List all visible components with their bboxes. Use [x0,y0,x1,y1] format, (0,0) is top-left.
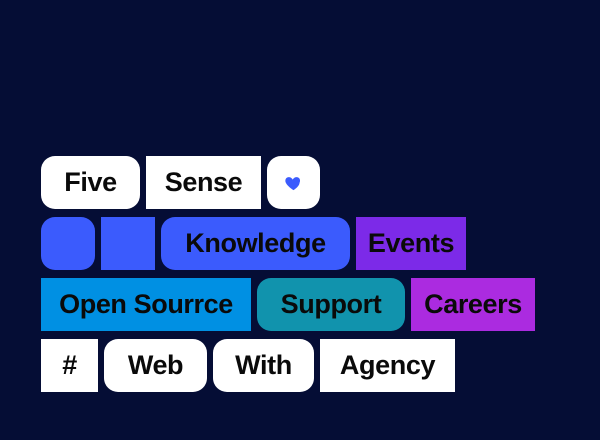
tag-sense[interactable]: Sense [146,156,261,209]
tag-support[interactable]: Support [257,278,405,331]
heart-icon [285,176,301,190]
tag-five[interactable]: Five [41,156,140,209]
tag-label: Support [280,289,382,319]
tag-label: With [235,350,292,380]
tag-label: Events [367,228,455,258]
tag-label: Careers [424,289,522,319]
tag-agency[interactable]: Agency [320,339,455,392]
tag-label: Sense [164,167,243,197]
tag-open-sourrce[interactable]: Open Sourrce [41,278,251,331]
row-2: Knowledge Events [41,217,535,270]
tag-blank[interactable] [101,217,155,270]
tag-label: Five [64,167,117,197]
tag-heart[interactable] [267,156,320,209]
row-4: # Web With Agency [41,339,535,392]
tag-label: Open Sourrce [59,289,233,319]
tag-with[interactable]: With [213,339,314,392]
tag-blank[interactable] [41,217,95,270]
tag-label: Agency [339,350,436,380]
tag-[interactable]: # [41,339,98,392]
tag-web[interactable]: Web [104,339,207,392]
tag-label: Web [127,350,184,380]
tag-label: Knowledge [185,228,326,258]
tag-label: # [62,350,77,380]
tag-careers[interactable]: Careers [411,278,535,331]
row-3: Open Sourrce Support Careers [41,278,535,331]
tag-events[interactable]: Events [356,217,466,270]
tag-knowledge[interactable]: Knowledge [161,217,350,270]
row-1: Five Sense [41,156,535,209]
